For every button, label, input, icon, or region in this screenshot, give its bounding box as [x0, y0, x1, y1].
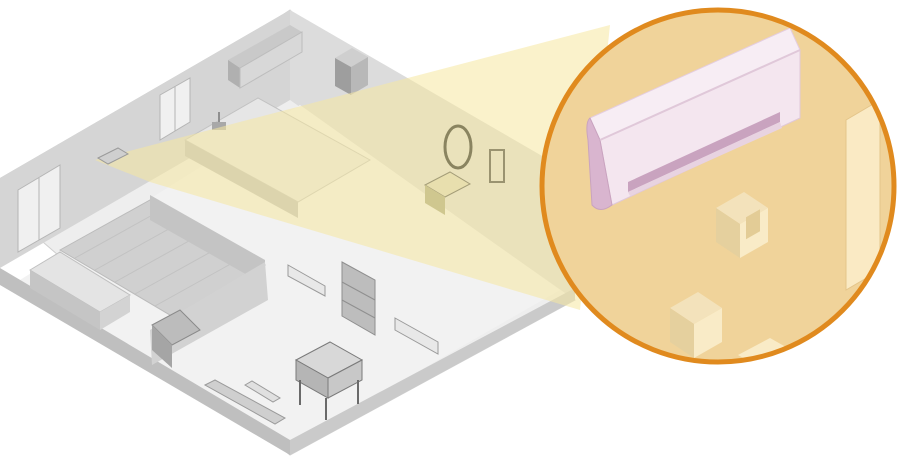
magnifier-icon	[539, 7, 897, 365]
radiator	[287, 264, 326, 297]
bathroom-sink	[423, 171, 472, 215]
tool-stand	[151, 309, 201, 368]
window-icon	[17, 164, 61, 253]
shelf-unit	[341, 261, 376, 336]
kitchen-upper-cabinets	[228, 25, 303, 89]
towel-rail	[489, 149, 505, 183]
highlight-beam	[95, 25, 610, 310]
sink-icon	[212, 112, 226, 130]
sofa	[29, 251, 131, 330]
front-wall-right	[290, 288, 575, 455]
window-icon	[159, 77, 191, 141]
wall-box	[670, 292, 722, 358]
wall-mirror-icon	[443, 124, 473, 170]
interior-wall-1	[150, 195, 265, 285]
air-conditioner-icon	[96, 147, 130, 165]
lumber-boards	[203, 379, 287, 425]
front-wall-left	[0, 268, 290, 455]
magnifier-ring	[539, 7, 897, 365]
air-conditioner-unit	[586, 27, 801, 210]
radiator	[394, 317, 439, 355]
wall-box	[716, 192, 768, 258]
workbench	[294, 341, 364, 420]
back-left-wall	[0, 10, 290, 268]
fridge-icon	[335, 48, 368, 95]
